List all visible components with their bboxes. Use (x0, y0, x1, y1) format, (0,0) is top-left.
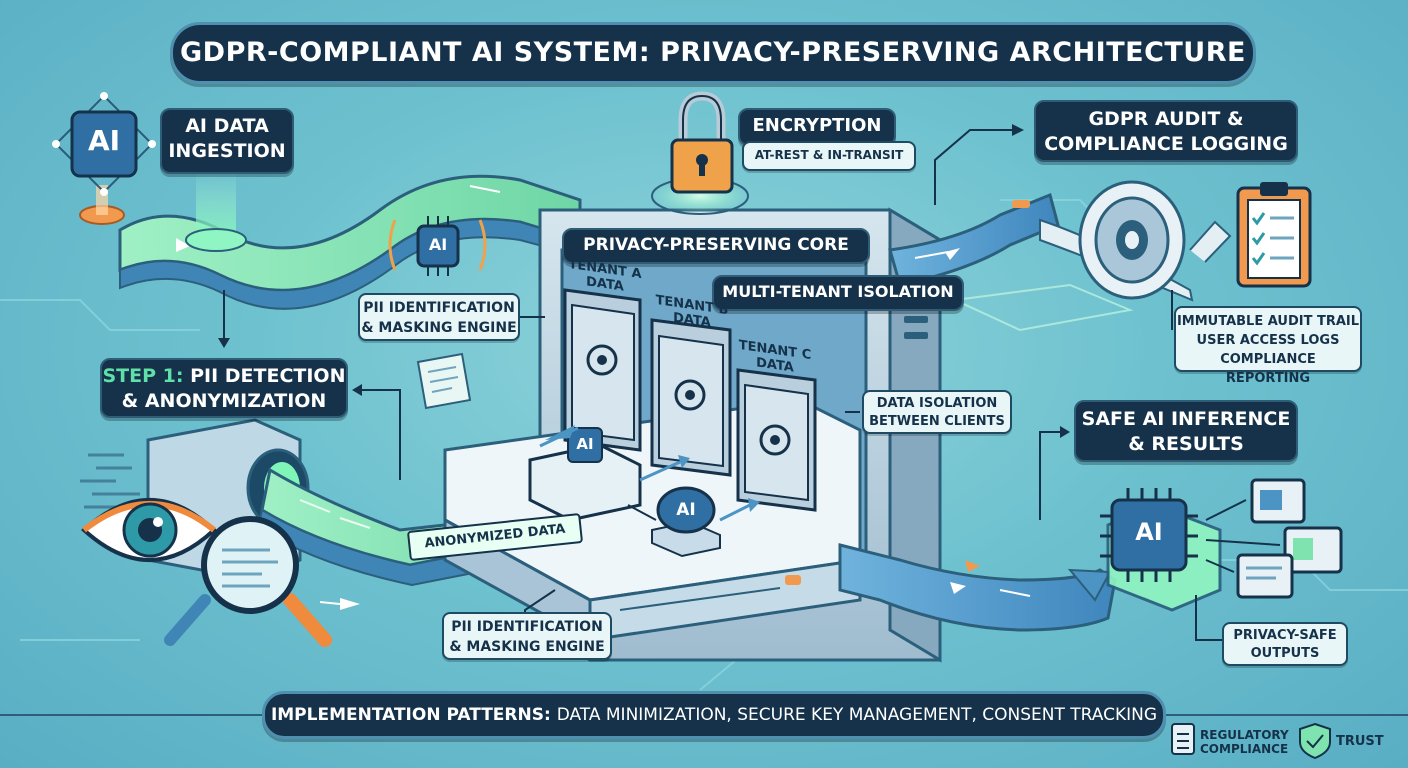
inference-line2: & RESULTS (1128, 433, 1244, 455)
privacy-safe-outputs: PRIVACY-SAFE OUTPUTS (1222, 622, 1348, 666)
isolation-note-line2: BETWEEN CLIENTS (869, 414, 1005, 429)
vault-icon (650, 318, 732, 477)
encryption-label: ENCRYPTION (738, 108, 896, 146)
footer-banner: IMPLEMENTATION PATTERNS: DATA MINIMIZATI… (262, 691, 1166, 739)
regulatory-badge: REGULATORY COMPLIANCE (1200, 728, 1296, 756)
ingestion-line1: AI DATA (185, 115, 269, 137)
audit-item: USER ACCESS LOGS (1196, 333, 1340, 348)
monitor-icon (1236, 553, 1294, 599)
document-icon (416, 352, 472, 410)
eye-icon (81, 498, 217, 562)
inference-chip-label: AI (1135, 518, 1163, 546)
clipboard-icon (1171, 723, 1195, 755)
lock-icon (670, 91, 734, 194)
audit-item: COMPLIANCE REPORTING (1220, 352, 1316, 386)
page-title: GDPR-COMPLIANT AI SYSTEM: PRIVACY-PRESER… (170, 22, 1256, 84)
vault-icon (736, 368, 817, 512)
shield-check-icon (1299, 722, 1331, 760)
encryption-subtitle: AT-REST & IN-TRANSIT (742, 141, 916, 171)
ingestion-chip-label: AI (87, 124, 121, 157)
step1-label: STEP 1: PII DETECTION & ANONYMIZATION (100, 358, 348, 418)
audit-item: IMMUTABLE AUDIT TRAIL (1176, 314, 1360, 329)
pii-top-line2: & MASKING ENGINE (361, 320, 517, 336)
audit-title: GDPR AUDIT & COMPLIANCE LOGGING (1034, 100, 1298, 162)
regulatory-line1: REGULATORY (1200, 728, 1289, 742)
trust-badge: TRUST (1336, 734, 1384, 749)
footer-rest: DATA MINIMIZATION, SECURE KEY MANAGEMENT… (556, 705, 1158, 725)
step1-line1-rest: PII DETECTION (190, 365, 346, 387)
ai-chip-icon (388, 216, 487, 276)
isolation-note-line1: DATA ISOLATION (876, 396, 998, 411)
pii-top-line1: PII IDENTIFICATION (363, 300, 515, 316)
footer-prefix: IMPLEMENTATION PATTERNS: (270, 705, 551, 725)
pii-engine-bottom-label: PII IDENTIFICATION & MASKING ENGINE (442, 612, 612, 660)
inference-line1: SAFE AI INFERENCE (1081, 408, 1291, 430)
vault-icon (563, 288, 642, 452)
audit-title-line2: COMPLIANCE LOGGING (1044, 133, 1288, 155)
inference-title: SAFE AI INFERENCE & RESULTS (1074, 400, 1298, 462)
outputs-line2: OUTPUTS (1250, 646, 1320, 661)
ingestion-label: AI DATA INGESTION (160, 108, 294, 174)
pii-chip-label: AI (428, 235, 448, 254)
pii-engine-top-label: PII IDENTIFICATION & MASKING ENGINE (358, 293, 520, 341)
isolation-label: MULTI-TENANT ISOLATION (712, 275, 964, 311)
audit-title-line1: GDPR AUDIT & (1088, 108, 1244, 130)
ai-chip-icon (52, 92, 156, 196)
monitor-icon (1283, 526, 1343, 574)
outputs-line1: PRIVACY-SAFE (1233, 628, 1337, 643)
core-chip-label: AI (576, 435, 594, 453)
pii-bottom-line2: & MASKING ENGINE (449, 639, 605, 655)
step1-line2: & ANONYMIZATION (121, 390, 327, 412)
pii-bottom-line1: PII IDENTIFICATION (451, 619, 603, 635)
brain-label: AI (676, 500, 696, 520)
ai-chip-icon (1100, 488, 1198, 582)
clipboard-icon (1236, 182, 1312, 288)
regulatory-line2: COMPLIANCE (1200, 742, 1289, 756)
step1-line1: STEP 1: PII DETECTION (102, 364, 346, 389)
isolation-note: DATA ISOLATION BETWEEN CLIENTS (862, 390, 1012, 434)
tape-reel-icon (1078, 180, 1186, 300)
audit-items: IMMUTABLE AUDIT TRAIL USER ACCESS LOGS C… (1174, 306, 1362, 386)
magnifier-icon (164, 516, 332, 647)
step1-prefix: STEP 1: (102, 365, 184, 387)
core-title: PRIVACY-PRESERVING CORE (562, 228, 870, 264)
monitor-icon (1250, 478, 1306, 524)
ingestion-line2: INGESTION (168, 140, 286, 162)
brain-icon (651, 486, 721, 558)
